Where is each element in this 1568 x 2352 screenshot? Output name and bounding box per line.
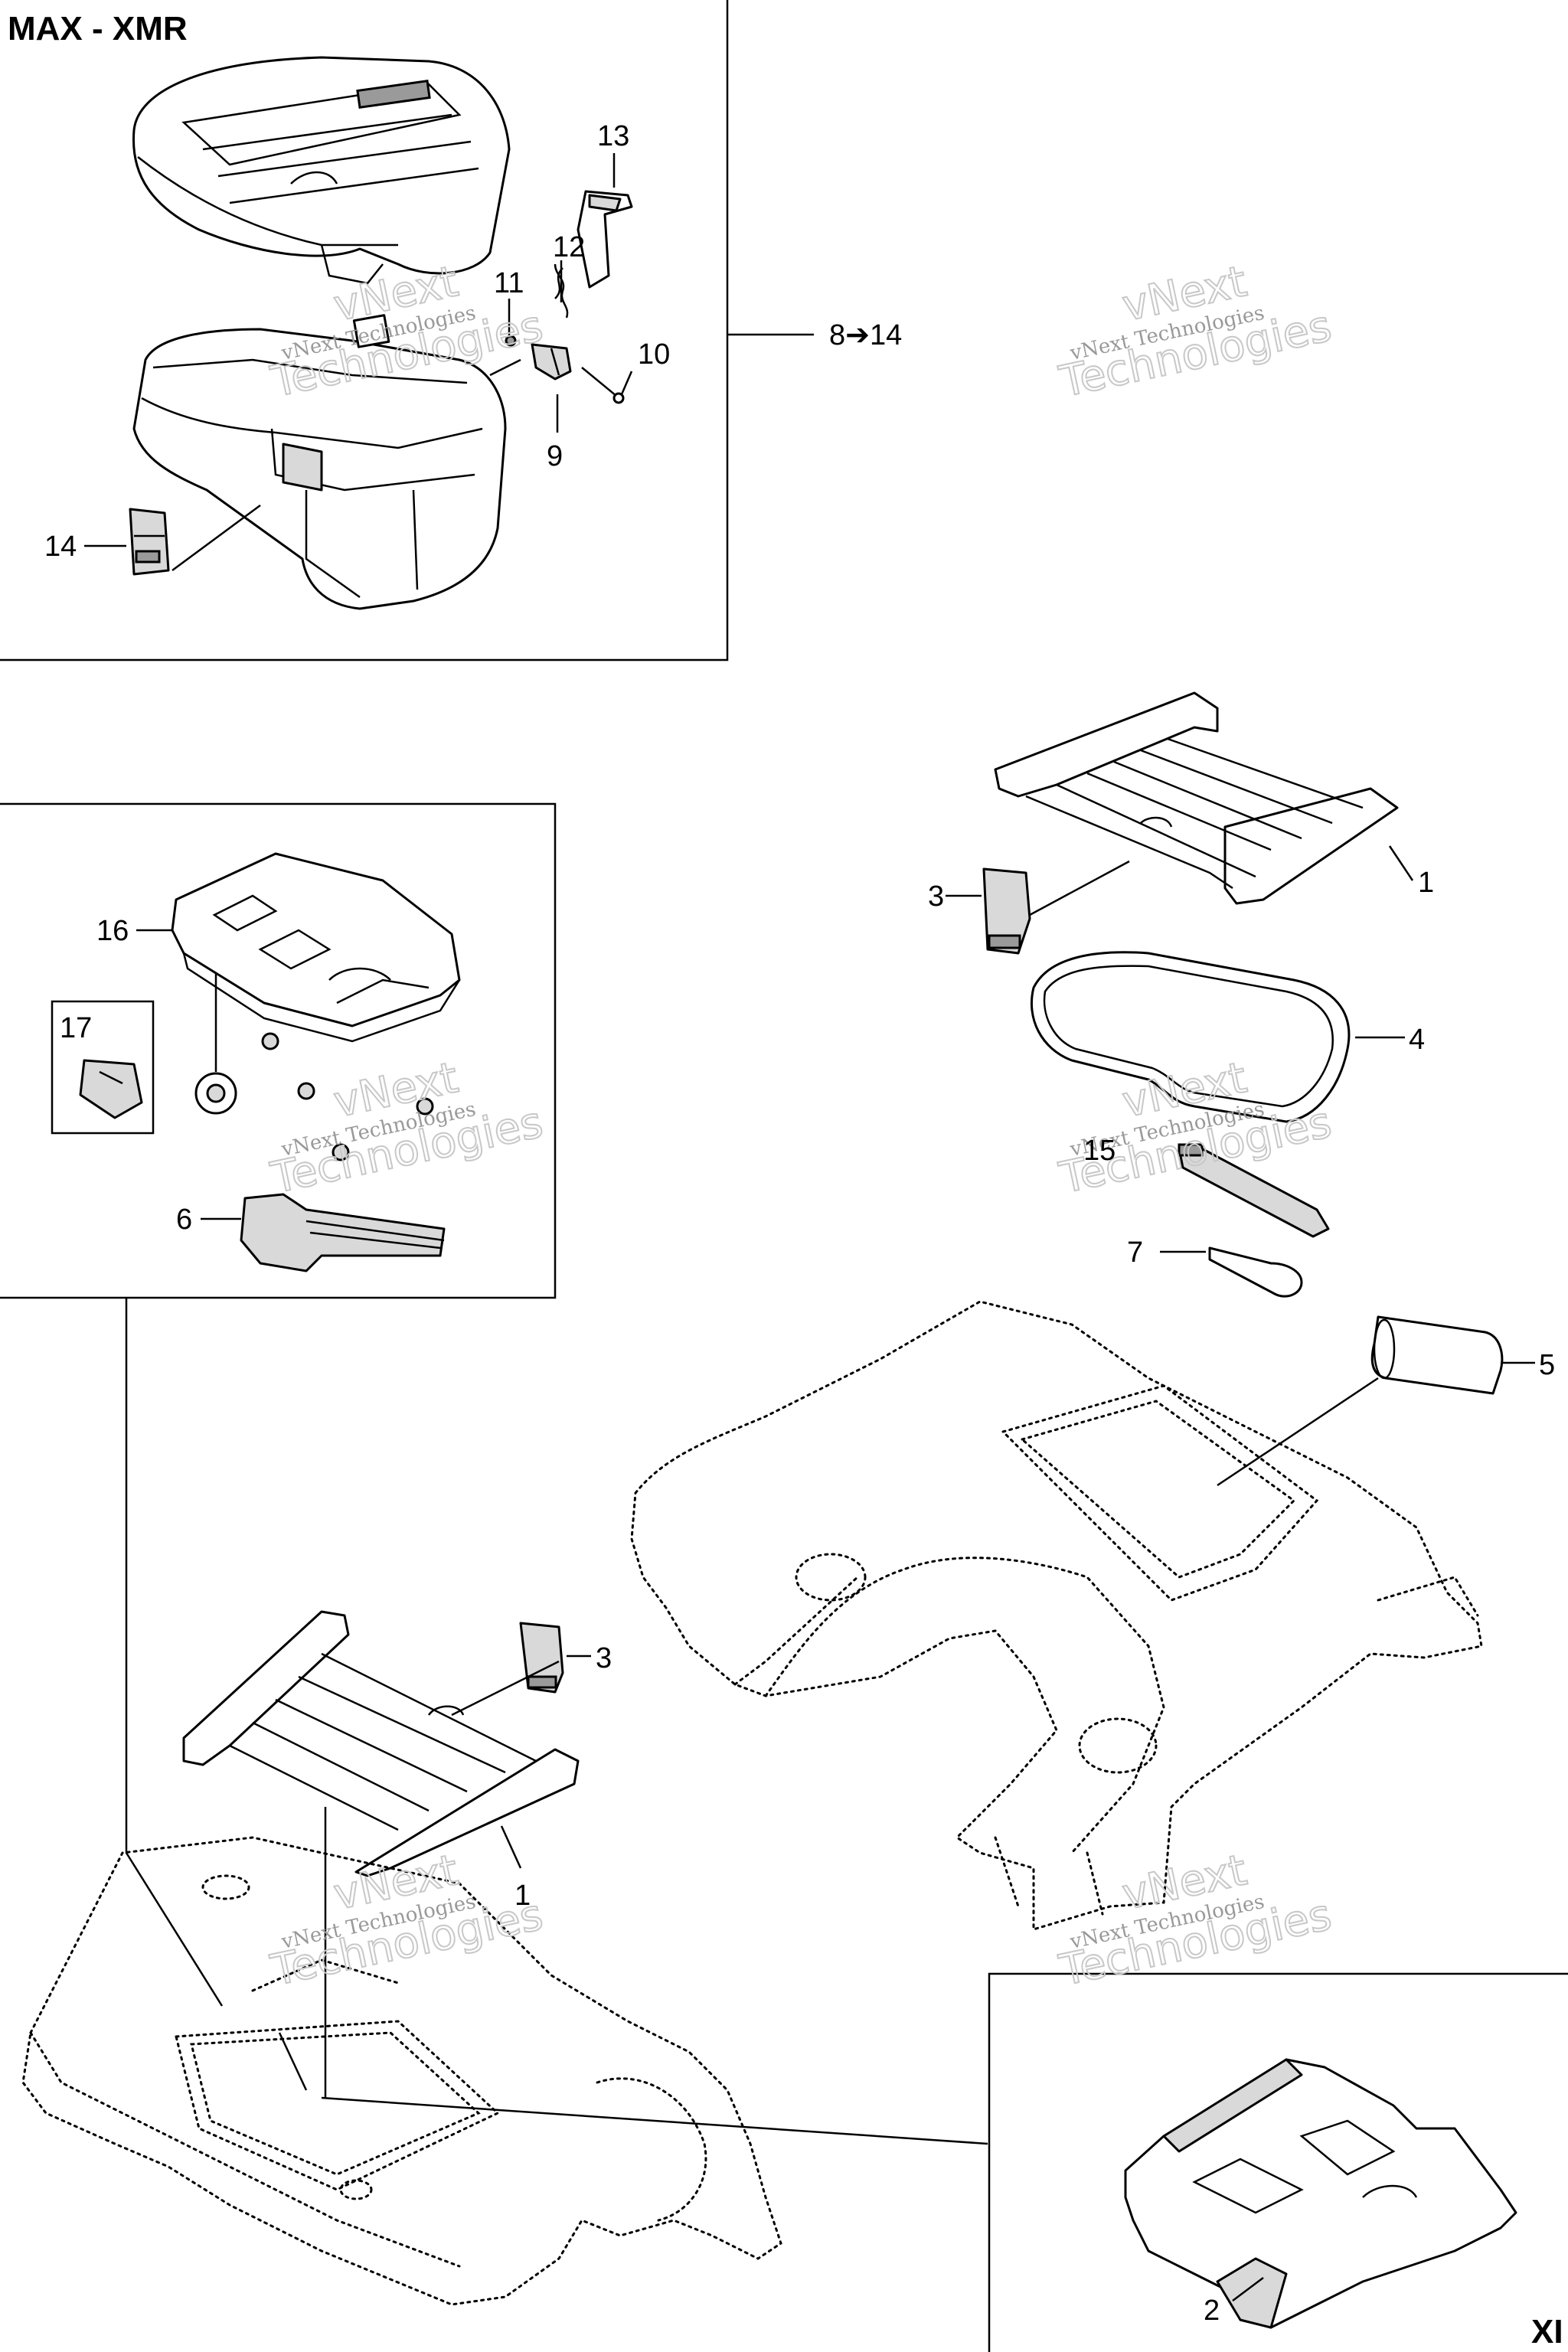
rear-fender-right (630, 1300, 1483, 1932)
callout-2: 2 (1204, 2295, 1220, 2327)
rear-rack-1-bottom (182, 1610, 580, 1877)
callout-16: 16 (96, 915, 129, 947)
watermark-6: vNext vNext Technologies Technologies (1054, 1844, 1336, 1997)
callout-14: 14 (44, 531, 77, 563)
clip-3-bottom (519, 1622, 564, 1694)
rivets (194, 1032, 434, 1161)
callout-15: 15 (1083, 1135, 1116, 1167)
callout-1-top: 1 (1418, 867, 1434, 899)
leader-2 (1232, 2277, 1264, 2301)
frame-rack-support (0, 802, 557, 1299)
latch-bracket-9 (531, 343, 572, 381)
leaders-top (84, 153, 814, 572)
frame-detail-17 (51, 1000, 155, 1135)
battery-5 (1370, 1315, 1504, 1395)
callout-4: 4 (1409, 1024, 1425, 1056)
callout-9: 9 (547, 440, 563, 472)
rear-fender-left (21, 1836, 782, 2306)
callout-13: 13 (597, 120, 629, 152)
frame-xl-inset (988, 1972, 1568, 2352)
rear-rack-1-top (994, 691, 1399, 905)
pin-10 (581, 367, 625, 404)
clip-14-top (129, 508, 170, 576)
callout-11: 11 (494, 267, 524, 299)
callout-7: 7 (1127, 1236, 1143, 1269)
washer-11 (505, 335, 517, 347)
callout-3-bottom: 3 (596, 1642, 612, 1674)
leaders-bottom-left (278, 2032, 988, 2145)
callout-17: 17 (60, 1012, 92, 1044)
watermark-2: vNext vNext Technologies Technologies (1054, 256, 1336, 408)
callout-8-to-14: 8➔14 (829, 319, 902, 351)
diagram-title: MAX - XMR (8, 10, 188, 47)
watermark-3: vNext vNext Technologies Technologies (266, 1052, 547, 1204)
strap-6 (240, 1193, 446, 1272)
bracket-15 (1178, 1143, 1330, 1238)
callout-1-bottom: 1 (514, 1880, 531, 1912)
wrench-7 (1208, 1246, 1303, 1298)
callout-10: 10 (638, 338, 670, 371)
callout-3-top: 3 (928, 880, 944, 913)
corner-label: XI (1531, 2313, 1563, 2350)
clip-17 (79, 1059, 143, 1119)
callout-12: 12 (553, 231, 585, 263)
latch-13 (577, 190, 633, 289)
storage-tub (132, 314, 507, 610)
seal-4 (1030, 951, 1351, 1123)
rack-support-16 (171, 852, 461, 1043)
clip-3-top (982, 867, 1031, 955)
leaders-bottom-rack (324, 1655, 591, 2098)
leaders-mid-right (946, 845, 1535, 1487)
callout-5: 5 (1539, 1349, 1555, 1381)
callout-6: 6 (176, 1204, 192, 1236)
storage-lid (132, 56, 511, 285)
rack-cover-2 (1124, 2058, 1517, 2329)
frame-max-xmr (0, 0, 729, 662)
